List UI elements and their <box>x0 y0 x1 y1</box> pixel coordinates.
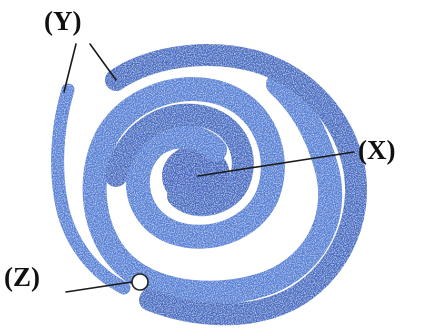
leader-y-right <box>90 44 116 80</box>
label-y: (Y) <box>44 8 81 35</box>
label-x: (X) <box>358 137 395 164</box>
label-z: (Z) <box>4 264 40 291</box>
sun-position-marker <box>132 274 148 290</box>
